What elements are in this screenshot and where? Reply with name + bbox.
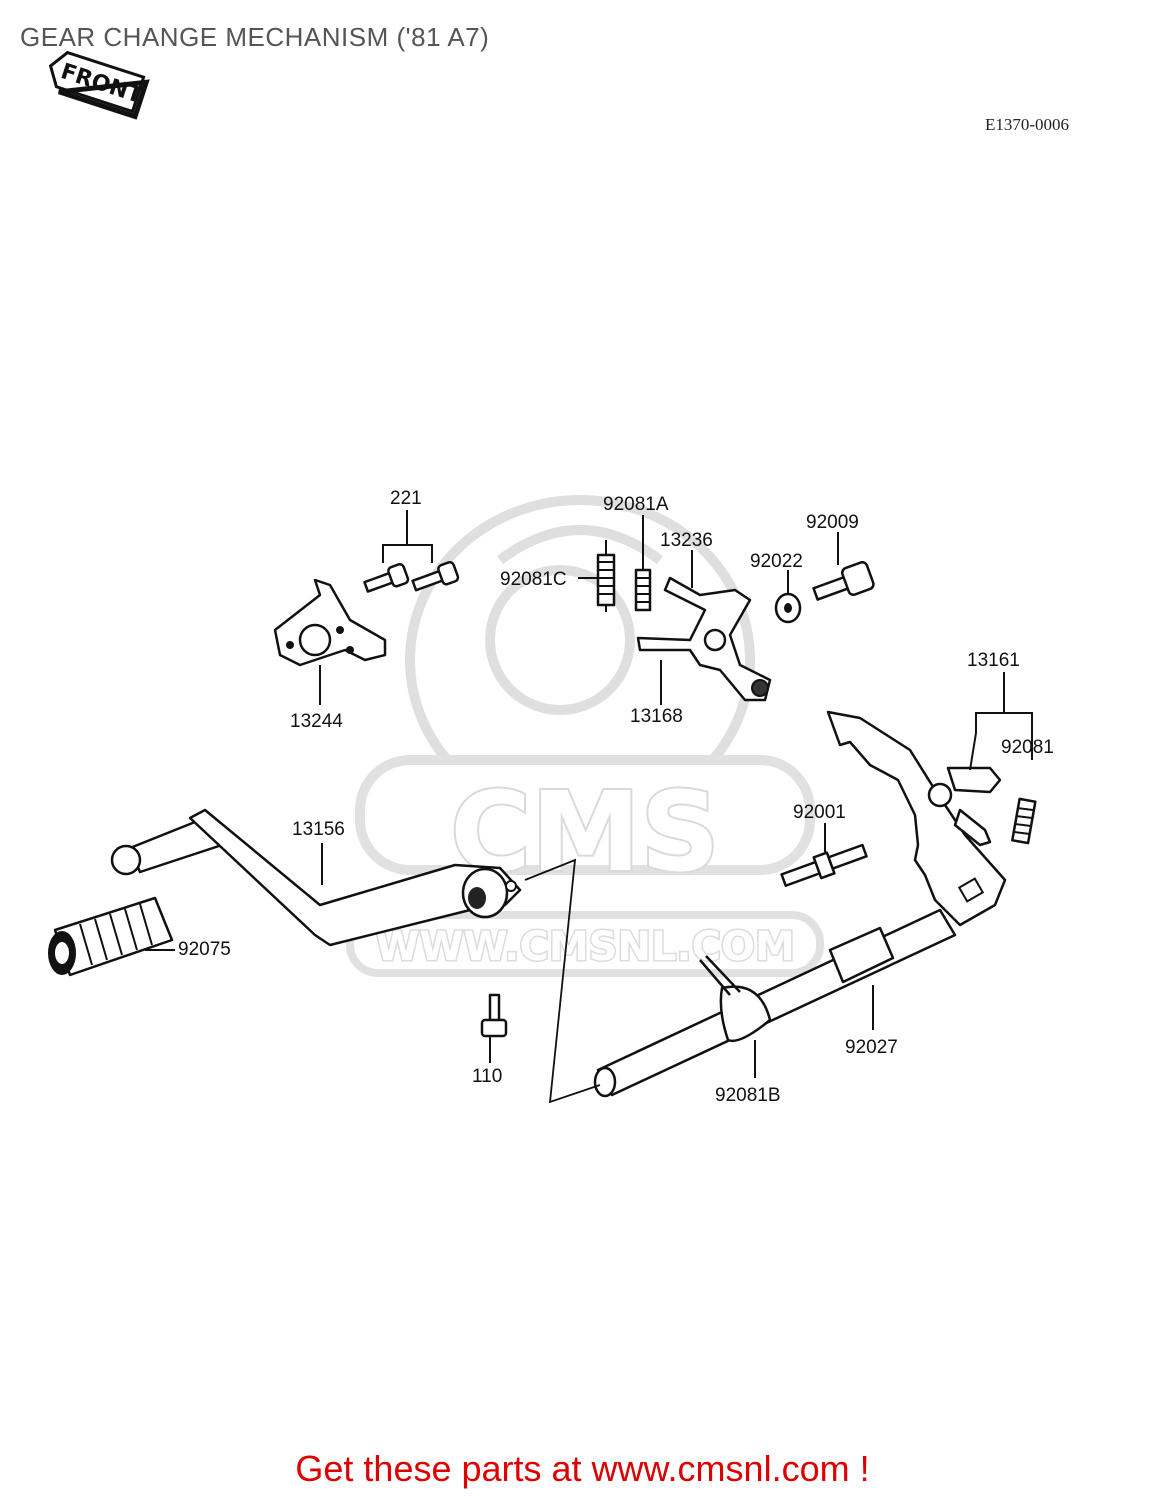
label-221: 221 xyxy=(390,488,422,509)
label-92001: 92001 xyxy=(793,802,846,823)
label-92081B: 92081B xyxy=(715,1085,781,1106)
part-13236-13168-arm xyxy=(636,576,772,702)
part-13161-shift-plate xyxy=(826,710,1007,927)
watermark-url-text: WWW.CMSNL.COM xyxy=(375,924,795,970)
part-92009-bolt xyxy=(812,561,875,601)
alignment-guide-line xyxy=(524,858,601,1104)
label-92075: 92075 xyxy=(178,939,231,960)
label-92081C: 92081C xyxy=(500,569,567,590)
label-13168: 13168 xyxy=(630,706,683,727)
part-13156-shift-pedal xyxy=(110,808,522,947)
label-13161: 13161 xyxy=(967,650,1020,671)
part-92081-spring xyxy=(1011,797,1037,845)
label-13244: 13244 xyxy=(290,711,343,732)
label-92081: 92081 xyxy=(1001,737,1054,758)
page-title: GEAR CHANGE MECHANISM ('81 A7) xyxy=(20,22,490,52)
exploded-parts-diagram: FRONT CMS WWW.CMSNL.COM xyxy=(48,50,1054,1106)
label-92081A: 92081A xyxy=(603,494,669,515)
part-92081A-spring xyxy=(634,568,652,612)
label-92009: 92009 xyxy=(806,512,859,533)
label-110: 110 xyxy=(472,1066,502,1087)
part-110-bolt xyxy=(480,993,508,1038)
part-92022-washer xyxy=(774,592,802,624)
part-92075-rubber xyxy=(48,896,174,977)
part-221-screws xyxy=(363,510,460,593)
label-92027: 92027 xyxy=(845,1037,898,1058)
label-13156: 13156 xyxy=(292,819,345,840)
part-labels: 221 13244 92081A 92081C 13236 13168 9202… xyxy=(178,488,1054,1106)
part-92027-shift-shaft xyxy=(593,908,957,1098)
part-13244-bracket xyxy=(273,578,387,667)
front-arrow-icon: FRONT xyxy=(48,50,150,120)
part-92001-stud xyxy=(780,843,868,887)
part-92081C-spring xyxy=(596,540,616,612)
label-13236: 13236 xyxy=(660,530,713,551)
label-92022: 92022 xyxy=(750,551,803,572)
diagram-code: E1370-0006 xyxy=(985,115,1070,134)
get-parts-link[interactable]: Get these parts at www.cmsnl.com ! xyxy=(295,1448,870,1489)
